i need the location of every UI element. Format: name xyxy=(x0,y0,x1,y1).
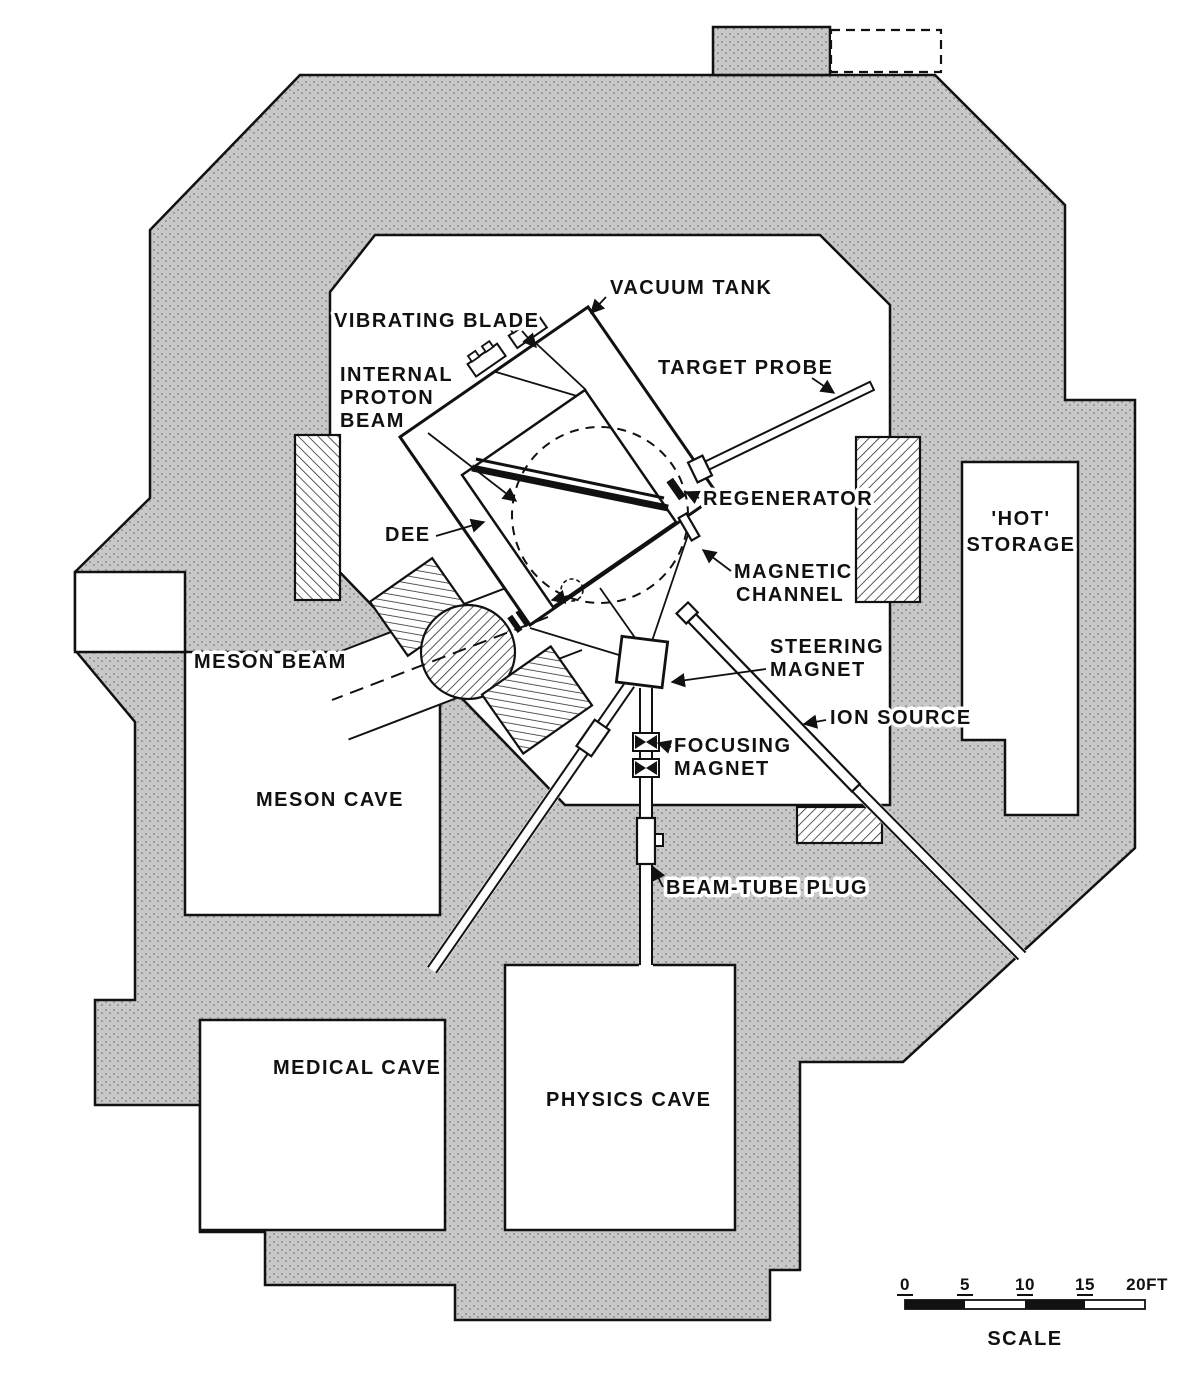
meson-cave-corridor xyxy=(73,570,187,654)
label-ion-source: ION SOURCE xyxy=(830,707,972,729)
meson-beam-line xyxy=(331,616,549,701)
focusing-magnet-symbols xyxy=(632,732,660,778)
label-medical-cave: MEDICAL CAVE xyxy=(273,1057,441,1079)
beam-tube-plug-block xyxy=(635,816,664,866)
label-magnetic-channel-1: MAGNETIC xyxy=(734,561,853,583)
dee-electrode xyxy=(460,388,678,609)
label-vacuum-tank: VACUUM TANK xyxy=(610,277,772,299)
regenerator-arrow xyxy=(684,490,701,504)
internal-proton-beam-bar xyxy=(471,464,669,512)
focusing-magnet-arrow xyxy=(656,739,673,754)
hot-storage-room xyxy=(960,460,1080,817)
label-physics-cave: PHYSICS CAVE xyxy=(546,1089,711,1111)
regenerator-block xyxy=(666,477,686,501)
extracted-beam-line-1 xyxy=(651,531,690,642)
label-steering-magnet-1: STEERING xyxy=(770,636,884,658)
label-internal-proton-beam-1: INTERNAL xyxy=(340,364,453,386)
label-vibrating-blade: VIBRATING BLADE xyxy=(334,310,539,332)
scale-tick-10: 10 xyxy=(1015,1275,1035,1294)
roof-plug-block xyxy=(711,25,832,77)
center-start-arrow xyxy=(550,589,569,604)
target-probe-rod xyxy=(686,380,876,484)
physics-cave-room xyxy=(503,963,737,1232)
extracted-beam-line-2 xyxy=(599,587,639,643)
meson-bending-magnet xyxy=(419,603,517,701)
beam-tube-plug-arrow xyxy=(652,865,666,888)
meson-channel-shield-block-lower xyxy=(480,644,594,756)
scale-tick-0: 0 xyxy=(900,1275,910,1294)
magnet-yoke-left xyxy=(293,433,342,602)
roof-plug-outline-dashed xyxy=(829,28,943,74)
ion-source-center-circle xyxy=(560,578,584,602)
label-meson-beam: MESON BEAM xyxy=(194,651,347,673)
label-internal-proton-beam-2: PROTON xyxy=(340,387,434,409)
medical-cave-room xyxy=(198,1018,447,1232)
scale-end-label: 20FT xyxy=(1126,1275,1168,1294)
scale-caption: SCALE xyxy=(987,1328,1062,1350)
label-internal-proton-beam-3: BEAM xyxy=(340,410,405,432)
label-beam-tube-plug: BEAM-TUBE PLUG xyxy=(666,877,868,899)
steering-magnet-arrow xyxy=(670,668,767,688)
scale-tick-5: 5 xyxy=(960,1275,970,1294)
label-hot-storage-2: STORAGE xyxy=(966,534,1075,556)
scale-bar: 0 5 10 15 20FT SCALE xyxy=(897,1273,1170,1354)
scale-tick-15: 15 xyxy=(1075,1275,1095,1294)
ion-source-channel xyxy=(845,777,1027,961)
medical-beam-tube xyxy=(426,680,636,974)
target-probe-arrow xyxy=(811,377,836,394)
magnetic-channel-arrow xyxy=(701,549,732,572)
vibrating-blade-arrow xyxy=(521,330,537,349)
vacuum-tank-arrow xyxy=(590,296,607,315)
meson-collimator xyxy=(507,609,531,633)
shield-block-bottom-right xyxy=(795,805,884,845)
label-hot-storage-1: 'HOT' xyxy=(991,508,1050,530)
label-magnetic-channel-2: CHANNEL xyxy=(736,584,844,606)
steering-magnet-block xyxy=(614,634,670,690)
magnetic-channel-block xyxy=(677,511,701,543)
label-meson-cave: MESON CAVE xyxy=(256,789,404,811)
ion-source-rod xyxy=(674,600,862,794)
label-focusing-magnet-1: FOCUSING xyxy=(674,735,792,757)
magnet-yoke-right xyxy=(854,435,922,604)
label-target-probe: TARGET PROBE xyxy=(658,357,833,379)
label-focusing-magnet-2: MAGNET xyxy=(674,758,770,780)
internal-proton-beam-arrow xyxy=(427,432,518,502)
vibrating-blade-assembly xyxy=(466,311,587,397)
internal-proton-beam-bar-2 xyxy=(475,457,665,500)
ion-source-arrow xyxy=(802,714,827,729)
cyclotron xyxy=(397,304,721,633)
label-dee: DEE xyxy=(385,524,431,546)
dee-arrow xyxy=(435,518,486,537)
label-steering-magnet-2: MAGNET xyxy=(770,659,866,681)
meson-line-to-collimator xyxy=(529,627,620,656)
label-regenerator: REGENERATOR xyxy=(703,488,873,510)
